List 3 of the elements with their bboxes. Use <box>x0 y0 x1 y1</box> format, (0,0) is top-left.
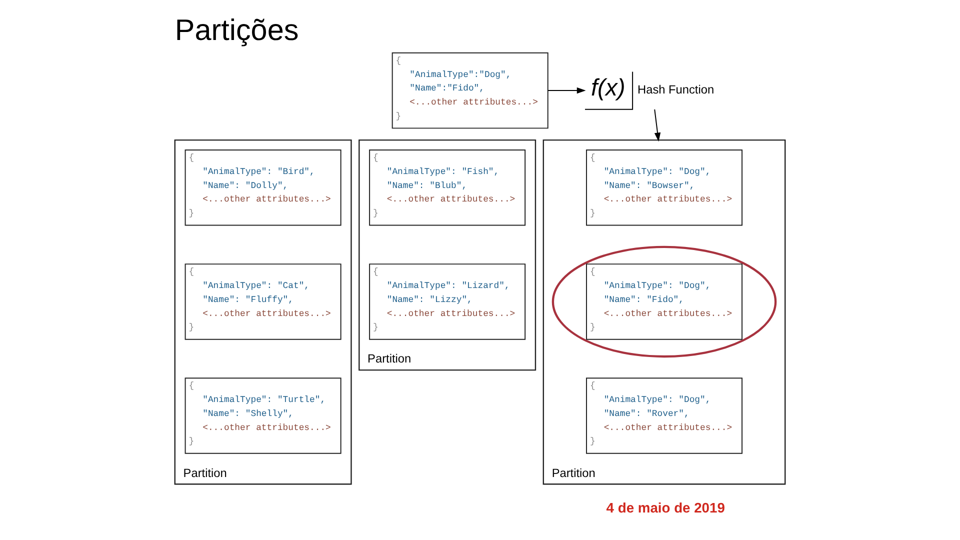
label: 4 de maio de 2019 <box>606 500 725 516</box>
node-text: f(x) Hash Function <box>590 74 714 102</box>
diagram-title: Partições <box>174 14 299 48</box>
